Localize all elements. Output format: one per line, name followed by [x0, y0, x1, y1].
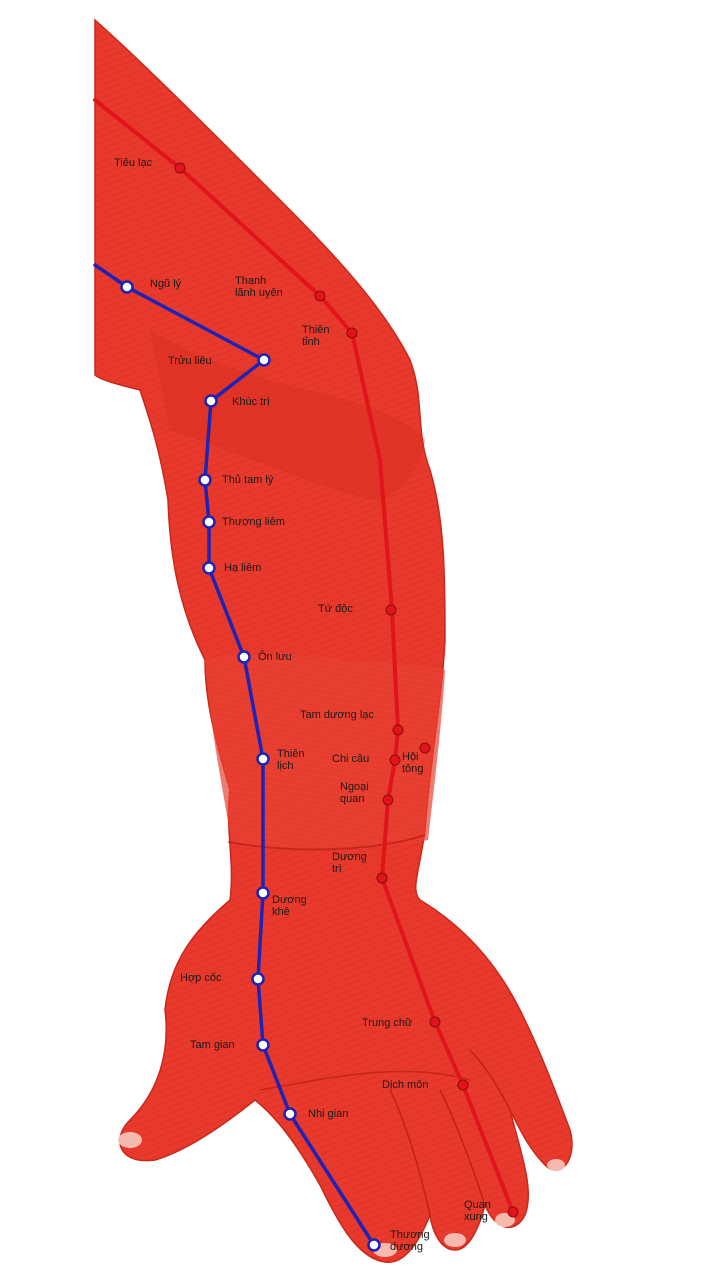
red-point-marker: [175, 163, 185, 173]
red-point-label: Dịch môn: [382, 1079, 428, 1091]
blue-point-marker: [369, 1240, 380, 1251]
blue-point-marker: [258, 1040, 269, 1051]
blue-point-label: Thươngdương: [390, 1229, 430, 1253]
red-point-label: Quanxung: [464, 1199, 491, 1223]
arm-outline: [95, 20, 572, 1262]
blue-point-marker: [258, 754, 269, 765]
blue-point-marker: [239, 652, 250, 663]
red-point-marker: [315, 291, 325, 301]
red-point-marker: [347, 328, 357, 338]
blue-point-marker: [258, 888, 269, 899]
blue-point-marker: [204, 563, 215, 574]
red-point-marker: [390, 755, 400, 765]
arm-illustration: [95, 20, 572, 1262]
red-point-marker: [458, 1080, 468, 1090]
red-point-label: Tiêu lạc: [114, 157, 153, 169]
nail-4: [547, 1159, 565, 1171]
red-point-label: Chi câu: [332, 753, 369, 765]
red-point-label: Tứ độc: [318, 603, 353, 615]
nail-2: [444, 1233, 466, 1247]
red-point-marker: [508, 1207, 518, 1217]
blue-point-marker: [122, 282, 133, 293]
red-point-marker: [420, 743, 430, 753]
blue-point-label: Nhị gian: [308, 1108, 348, 1120]
blue-point-marker: [285, 1109, 296, 1120]
blue-point-label: Khúc trì: [232, 396, 270, 408]
blue-point-label: Hợp cốc: [180, 972, 222, 984]
blue-point-label: Thủ tam lý: [222, 474, 274, 486]
red-point-marker: [430, 1017, 440, 1027]
red-point-label: Tam dương lạc: [300, 709, 374, 721]
red-point-marker: [377, 873, 387, 883]
blue-point-label: Tam gian: [190, 1039, 235, 1051]
blue-point-label: Ngũ lý: [150, 278, 182, 290]
red-point-label: Trung chữ: [362, 1017, 413, 1029]
blue-point-marker: [204, 517, 215, 528]
blue-point-label: Hạ liêm: [224, 562, 261, 574]
blue-point-label: Trửu liêu: [168, 355, 212, 367]
red-point-marker: [393, 725, 403, 735]
red-point-marker: [386, 605, 396, 615]
blue-point-marker: [200, 475, 211, 486]
blue-point-label: Thượng liêm: [222, 516, 285, 528]
blue-point-label: Ôn lưu: [258, 650, 292, 663]
blue-point-marker: [253, 974, 264, 985]
red-point-label: Ngoạiquan: [340, 781, 369, 805]
blue-point-marker: [259, 355, 270, 366]
blue-point-marker: [206, 396, 217, 407]
red-point-marker: [383, 795, 393, 805]
thumb-nail: [118, 1132, 142, 1148]
